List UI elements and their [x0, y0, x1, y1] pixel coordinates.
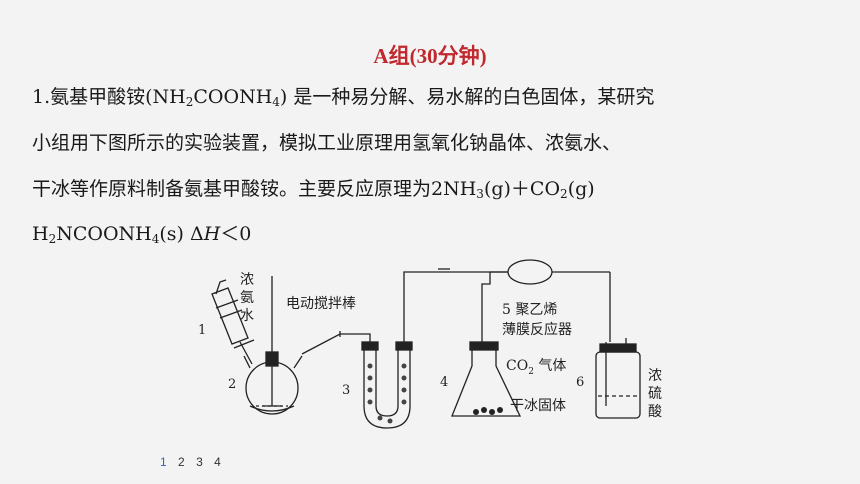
text-run: ＜0	[220, 223, 252, 245]
u-tube	[361, 341, 413, 429]
apparatus-diagram: 1 2 3 4 6 浓 氨 水 电动搅拌棒 5 聚乙烯 薄膜反应器 CO2 气体…	[198, 259, 662, 429]
dry-ice-label: 干冰固体	[510, 398, 566, 414]
gas-washing-bottle	[595, 338, 641, 419]
text-run: ) 是一种易分解、易水解的白色固体，某研究	[279, 86, 655, 108]
reagent-ammonia-2: 氨	[240, 290, 254, 306]
question-line-4: H2NCOONH4(s) ΔH＜0	[32, 223, 832, 245]
three-neck-flask	[243, 276, 303, 415]
question-line-3: 干冰等作原料制备氨基甲酸铵。主要反应原理为2NH3(g)＋CO2(g)	[32, 178, 832, 200]
section-title: A组(30分钟)	[373, 44, 487, 68]
label-4: 4	[440, 375, 448, 390]
subscript: 4	[151, 232, 160, 246]
label-1: 1	[198, 323, 206, 338]
subscript: 4	[272, 95, 280, 109]
page-link-1[interactable]: 1	[160, 455, 167, 469]
connecting-tube	[481, 272, 491, 342]
stirrer-label: 电动搅拌棒	[286, 296, 356, 312]
subscript: 2	[560, 187, 568, 201]
text-run: COONH	[193, 86, 273, 108]
text-run: (s) Δ	[159, 223, 204, 245]
text-run: (g)	[567, 178, 595, 200]
label-3: 3	[342, 383, 350, 398]
reagent-ammonia-3: 水	[240, 308, 254, 324]
text-run: 1.氨基甲酸铵(NH	[32, 86, 186, 108]
erlenmeyer-flask	[451, 341, 522, 417]
question-line-1: 1.氨基甲酸铵(NH2COONH4) 是一种易分解、易水解的白色固体，某研究	[32, 86, 832, 108]
dry-ice-pieces	[473, 407, 503, 415]
reagent-ammonia-1: 浓	[240, 272, 254, 288]
page-link-3[interactable]: 3	[196, 455, 203, 469]
page-link-4[interactable]: 4	[214, 455, 221, 469]
u-tube-packing	[367, 363, 407, 424]
text-run: (g)＋CO	[483, 178, 561, 200]
acid-label-2: 硫	[648, 386, 662, 402]
co2-label-b: 气体	[534, 358, 566, 374]
subscript: 3	[476, 187, 484, 201]
co2-label-sub: 2	[528, 367, 534, 377]
text-run: H	[32, 223, 49, 245]
co2-label: CO2 气体	[506, 358, 566, 377]
connecting-tube	[301, 333, 371, 355]
page-navigation: 1 2 3 4	[160, 455, 229, 469]
acid-label-1: 浓	[648, 368, 662, 384]
reactor-label-2: 薄膜反应器	[502, 321, 572, 338]
label-6: 6	[576, 375, 584, 390]
co2-label-a: CO	[506, 358, 528, 374]
dropping-funnel	[211, 279, 255, 365]
subscript: 2	[185, 95, 194, 109]
subscript: 2	[48, 232, 57, 246]
connecting-tube	[403, 271, 510, 342]
enthalpy-symbol: H	[203, 223, 221, 245]
film-reactor	[490, 259, 610, 285]
label-2: 2	[228, 377, 236, 392]
question-line-2: 小组用下图所示的实验装置，模拟工业原理用氢氧化钠晶体、浓氨水、	[32, 132, 622, 154]
acid-label-3: 酸	[648, 404, 662, 420]
reactor-label-1: 5 聚乙烯	[502, 302, 557, 318]
text-run: 干冰等作原料制备氨基甲酸铵。主要反应原理为2NH	[32, 178, 477, 200]
text-run: NCOONH	[56, 223, 152, 245]
page-link-2[interactable]: 2	[178, 455, 185, 469]
